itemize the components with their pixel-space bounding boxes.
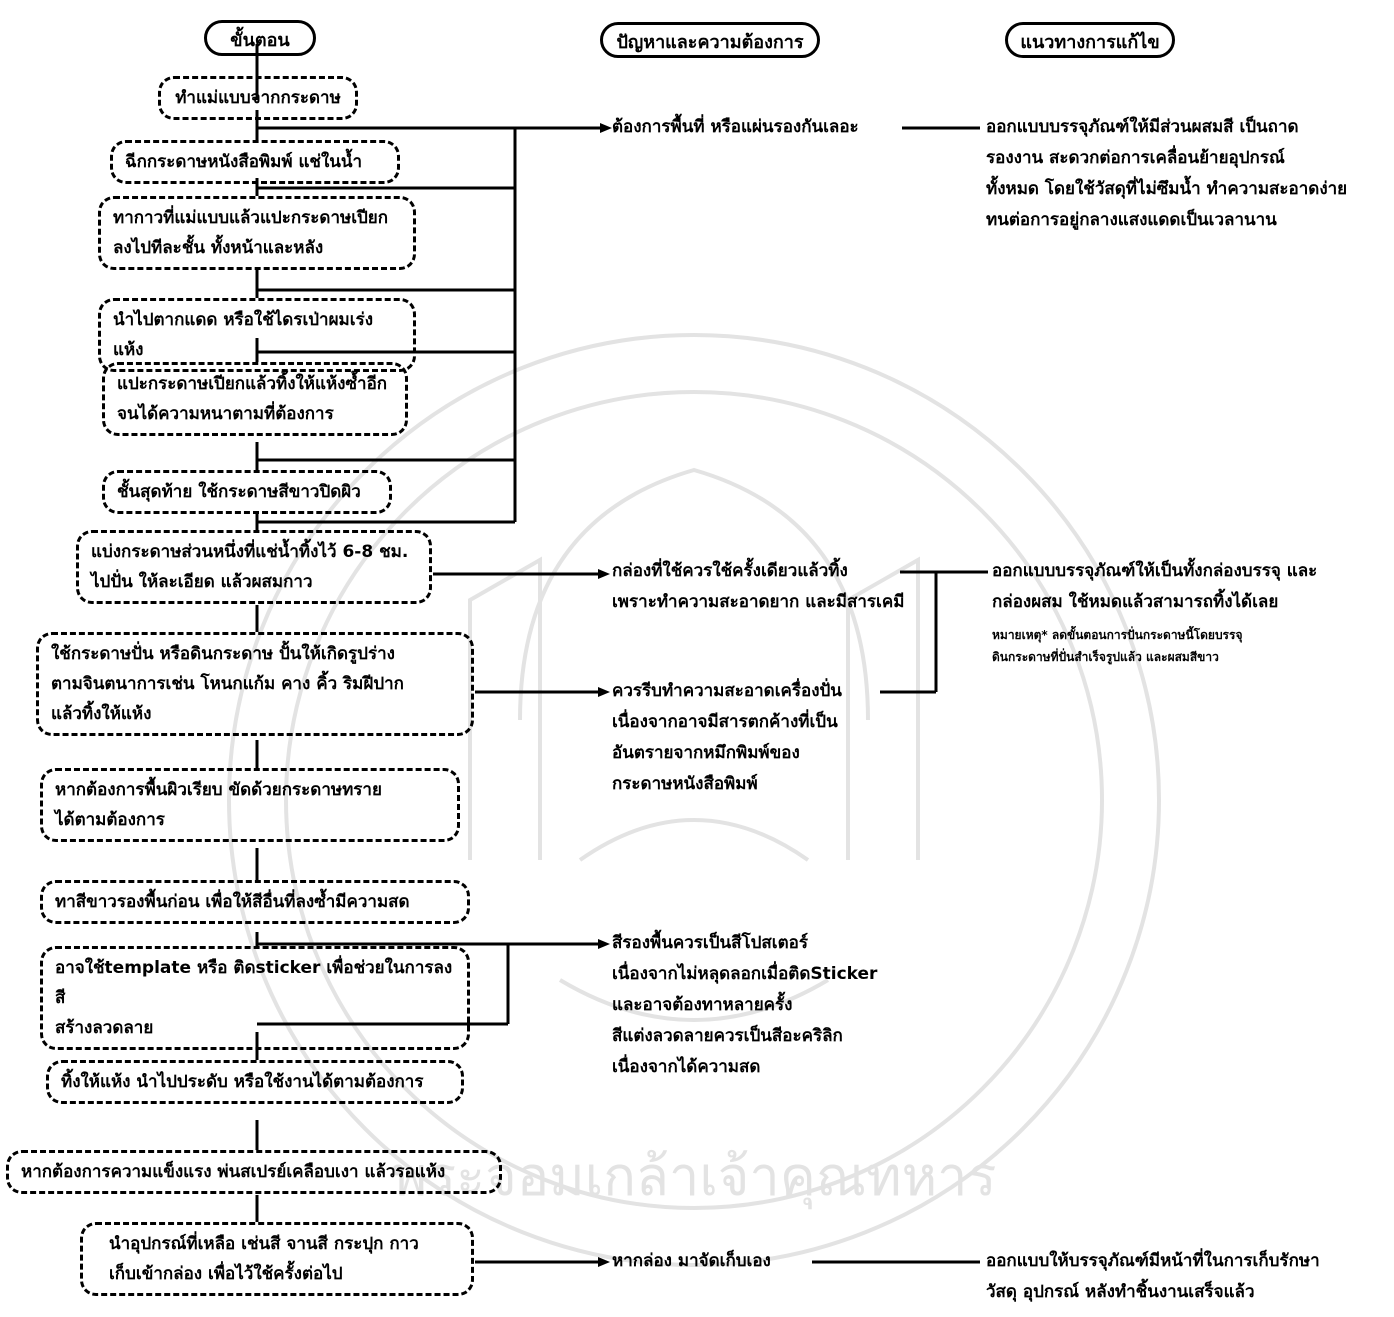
problem-1: ต้องการพื้นที่ หรือแผ่นรองกันเลอะ (612, 117, 859, 137)
header-problems: ปัญหาและความต้องการ (600, 22, 820, 58)
step-7: แบ่งกระดาษส่วนหนึ่งที่แช่น้ำทิ้งไว้ 6-8 … (76, 530, 432, 604)
header-steps: ขั้นตอน (204, 20, 316, 56)
solution-2: ออกแบบบรรจุภัณฑ์ให้เป็นทั้งกล่องบรรจุ แล… (992, 561, 1318, 612)
bracket-p23-s2 (880, 570, 988, 694)
step-10: ทาสีขาวรองพื้นก่อน เพื่อให้สีอื่นที่ลงซ้… (40, 880, 470, 924)
step-1: ทำแม่แบบจากกระดาษ (158, 76, 358, 120)
header-solutions: แนวทางการแก้ไข (1005, 22, 1175, 58)
step-4: นำไปตากแดด หรือใช้ไดรเป่าผมเร่งแห้ง (98, 298, 416, 372)
problem-4: สีรองพื้นควรเป็นสีโปสเตอร์ เนื่องจากไม่ห… (612, 933, 878, 1077)
problem-3: ควรรีบทำความสะอาดเครื่องปั่น เนื่องจากอา… (612, 681, 842, 794)
step-6: ชั้นสุดท้าย ใช้กระดาษสีขาวปิดผิว (102, 470, 392, 514)
step-8: ใช้กระดาษปั่น หรือดินกระดาษ ปั้นให้เกิดร… (36, 632, 474, 736)
step-9: หากต้องการพื้นผิวเรียบ ขัดด้วยกระดาษทราย… (40, 768, 460, 842)
step-12: ทิ้งให้แห้ง นำไปประดับ หรือใช้งานได้ตามต… (46, 1060, 464, 1104)
step-11: อาจใช้template หรือ ติดsticker เพื่อช่วย… (40, 946, 470, 1050)
step-5: แปะกระดาษเปียกแล้วทิ้งให้แห้งซ้ำอีก จนได… (102, 362, 408, 436)
step-14: นำอุปกรณ์ที่เหลือ เช่นสี จานสี กระปุก กา… (80, 1222, 474, 1296)
problem-2: กล่องที่ใช้ควรใช้ครั้งเดียวแล้วทิ้ง เพรา… (612, 561, 905, 612)
solution-2-note: หมายเหตุ* ลดขั้นตอนการปั่นกระดาษนี้โดยบร… (992, 628, 1243, 664)
solution-1: ออกแบบบรรจุภัณฑ์ให้มีส่วนผสมสี เป็นถาด ร… (986, 117, 1348, 230)
problem-5: หากล่อง มาจัดเก็บเอง (612, 1251, 771, 1271)
step-3: ทากาวที่แม่แบบแล้วแปะกระดาษเปียก ลงไปทีล… (98, 196, 416, 270)
step-13: หากต้องการความแข็งแรง พ่นสเปรย์เคลือบเงา… (6, 1150, 502, 1194)
step-2: ฉีกกระดาษหนังสือพิมพ์ แช่ในน้ำ (110, 140, 400, 184)
solution-3: ออกแบบให้บรรจุภัณฑ์มีหน้าที่ในการเก็บรัก… (986, 1251, 1320, 1302)
bracket-2 (257, 942, 598, 1026)
bracket-1 (257, 126, 600, 524)
